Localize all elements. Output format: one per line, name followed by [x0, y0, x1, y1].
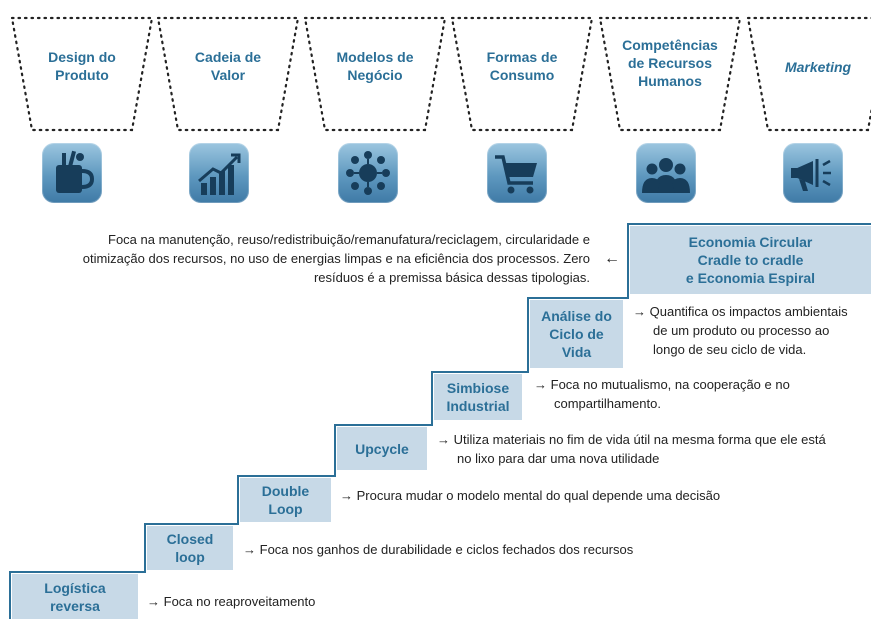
category-label: Design do Produto [27, 48, 137, 84]
step-description: → Foca no reaproveitamento [147, 592, 315, 611]
step-upcycle: Upcycle [337, 427, 427, 470]
step-description: → Procura mudar o modelo mental do qual … [340, 486, 720, 505]
step-description-line: → Procura mudar o modelo mental do qual … [340, 488, 721, 503]
step-description: → Foca nos ganhos de durabilidade e cicl… [243, 540, 633, 559]
step-description: → Quantifica os impactos ambientais de um… [633, 302, 848, 359]
category-label-line: Competências [622, 37, 718, 53]
step-description-line: → Quantifica os impactos ambientais [633, 304, 848, 319]
step-label-line: Simbiose [446, 380, 510, 396]
step-analise: Análise do Ciclo de Vida [530, 300, 623, 368]
category-funnel-frame [10, 16, 871, 132]
step-description-line: → Foca no reaproveitamento [147, 594, 316, 609]
circular-economy-description: Foca na manutenção, reuso/redistribuição… [82, 232, 590, 285]
step-label-line: Closed [166, 531, 214, 547]
shopping-cart-icon [487, 143, 547, 203]
growth-chart-icon [189, 143, 249, 203]
category-label-line: Marketing [784, 59, 852, 75]
category-label-line: Cadeia de [194, 49, 262, 65]
step-description: → Utiliza materiais no fim de vida útil … [437, 430, 826, 468]
category-label-line: Valor [210, 67, 246, 83]
step-description: → Foca no mutualismo, na cooperação e no… [534, 375, 790, 413]
category-label-line: Design do [48, 49, 116, 65]
step-closed: Closed loop [147, 526, 233, 570]
left-arrow: ← [604, 250, 620, 267]
funnel-frame [156, 16, 300, 132]
category-label-line: Humanos [638, 73, 702, 89]
category-label: Formas de Consumo [467, 48, 577, 84]
funnel-frame [450, 16, 594, 132]
step-label-line: Upcycle [355, 440, 409, 457]
step-label-line: Double [261, 483, 310, 499]
funnel-frame [746, 16, 871, 132]
category-label: Cadeia de Valor [173, 48, 283, 84]
step-label-line: Logística [44, 579, 106, 596]
step-description-line: longo de seu ciclo de vida. [653, 342, 807, 357]
category-label-line: Formas de [486, 49, 558, 65]
right-arrow: → [534, 377, 551, 392]
step-label-line: Vida [561, 344, 592, 360]
step-description-line: compartilhamento. [554, 396, 661, 411]
step-description-line: no lixo para dar uma nova utilidade [457, 451, 660, 466]
category-label-line: Modelos de [336, 49, 414, 65]
step-label-line: loop [175, 549, 205, 565]
people-group-icon [636, 143, 696, 203]
right-arrow: → [147, 594, 164, 609]
category-label-line: Produto [55, 67, 109, 83]
step-description-line: → Foca no mutualismo, na cooperação e no [534, 377, 790, 392]
category-label-line: Negócio [347, 67, 403, 83]
funnel-frame [598, 16, 742, 132]
right-arrow: → [437, 432, 454, 447]
right-arrow: → [243, 542, 260, 557]
step-label-line: Loop [268, 501, 303, 517]
right-arrow: → [633, 304, 650, 319]
step-label-line: Industrial [446, 398, 510, 414]
category-label-line: Consumo [489, 67, 555, 83]
right-arrow: → [340, 488, 357, 503]
step-label-line: Economia Circular [688, 234, 813, 250]
category-label: Marketing [763, 58, 871, 76]
funnel-frame [10, 16, 154, 132]
step-label-line: Cradle to cradle [697, 252, 804, 268]
step-description-line: de um produto ou processo ao [653, 323, 830, 338]
step-label-line: Ciclo de [549, 326, 604, 342]
network-globe-icon [338, 143, 398, 203]
megaphone-icon [783, 143, 843, 203]
step-description-line: → Utiliza materiais no fim de vida útil … [437, 432, 826, 447]
step-label-line: Análise do [541, 308, 612, 324]
category-label: Modelos de Negócio [320, 48, 430, 84]
step-label-line: e Economia Espiral [685, 270, 816, 286]
category-label-line: de Recursos [627, 55, 713, 71]
step-description-line: → Foca nos ganhos de durabilidade e cicl… [243, 542, 634, 557]
step-label-line: reversa [50, 597, 100, 614]
funnel-frame [303, 16, 447, 132]
mug-tools-icon [42, 143, 102, 203]
